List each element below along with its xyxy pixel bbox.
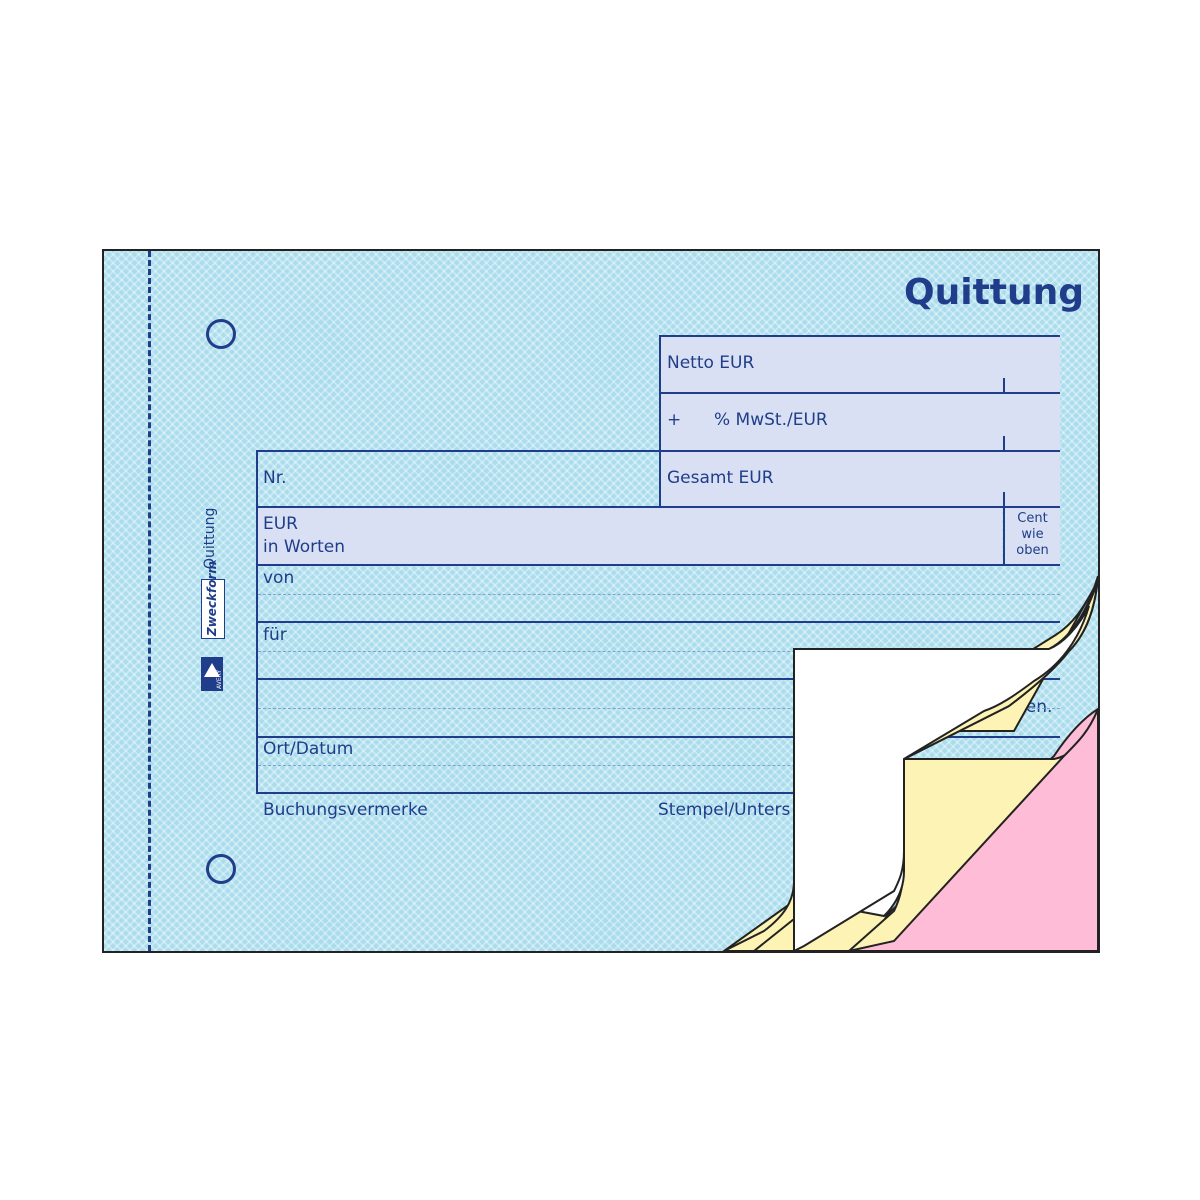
nr-label: Nr. (263, 468, 287, 488)
zweckform-logo: Zweckform (201, 561, 225, 639)
receipt-form: Quittung Zweckform AVERY Quittung Netto … (102, 249, 1100, 953)
gesamt-field[interactable] (660, 452, 1060, 506)
rule (660, 392, 1060, 394)
rule (659, 335, 661, 508)
ort-datum-label: Ort/Datum (263, 739, 354, 759)
von-label: von (263, 568, 295, 588)
white-copy-face (793, 605, 1090, 951)
mwst-plus-label: + (667, 410, 682, 430)
rule (256, 564, 1060, 566)
rule (256, 506, 1060, 508)
mwst-field[interactable] (660, 394, 1060, 450)
pink-copy-top (848, 708, 1098, 951)
rule (256, 621, 1060, 623)
punch-hole-top (206, 319, 236, 349)
eur-in-worten-field[interactable] (258, 508, 1002, 564)
perforation-line (148, 251, 151, 951)
gesamt-label: Gesamt EUR (667, 468, 774, 488)
cent-tick (1003, 378, 1005, 392)
mwst-label: % MwSt./EUR (714, 410, 828, 430)
dotted-guide (258, 708, 1060, 709)
rule (660, 450, 1060, 452)
in-worten-label: in Worten (263, 537, 346, 557)
rule (256, 736, 1060, 738)
fuer-label: für (263, 625, 287, 645)
buchungsvermerke-label: Buchungsvermerke (263, 800, 428, 820)
cent-tick (1003, 492, 1005, 506)
netto-label: Netto EUR (667, 353, 755, 373)
carbon-copies-curl (722, 575, 1098, 951)
cent-label-line2: wie (1021, 527, 1044, 542)
dotted-guide (258, 594, 1060, 595)
avery-logo: AVERY (201, 657, 223, 691)
cent-field[interactable] (1005, 508, 1060, 564)
punch-hole-bottom (206, 854, 236, 884)
form-title: Quittung (904, 272, 1085, 313)
cent-label-line3: oben (1016, 543, 1049, 558)
rule (660, 335, 1060, 337)
rule (256, 792, 1060, 794)
netto-field[interactable] (660, 336, 1060, 392)
rule (256, 450, 660, 452)
avery-triangle-icon (204, 663, 220, 677)
stempel-label: Stempel/Unters (658, 800, 791, 820)
eur-label: EUR (263, 514, 298, 534)
cent-tick (1003, 436, 1005, 450)
cent-label: Cent wie oben (1005, 511, 1060, 559)
dotted-guide (258, 651, 1060, 652)
cent-label-line1: Cent (1017, 511, 1048, 526)
rule (256, 678, 1060, 680)
rule (1003, 506, 1005, 564)
dotted-guide (258, 765, 1060, 766)
